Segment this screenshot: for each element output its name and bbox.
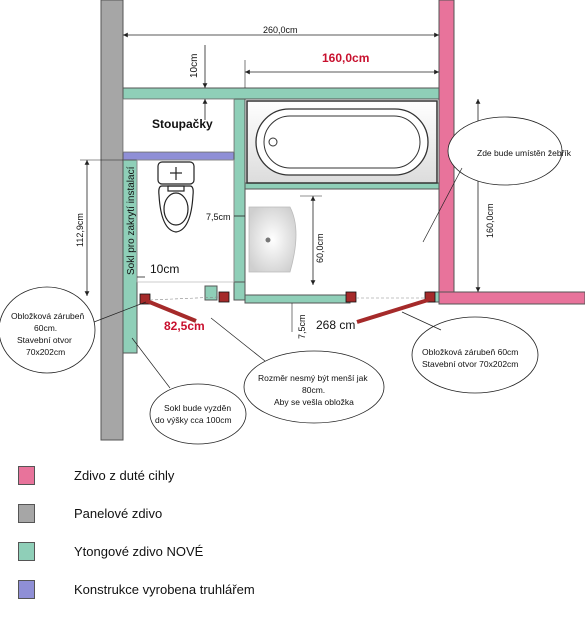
- dim-gap-7-5-top: 7,5cm: [206, 212, 231, 222]
- callout-min-size-line-1: Rozměr nesmý být menší jak: [258, 373, 368, 383]
- ytong-wall-middle: [233, 98, 246, 283]
- legend-label: Ytongové zdivo NOVÉ: [74, 544, 204, 559]
- ytong-wall-bath-bottom: [244, 182, 440, 190]
- toilet-alcove: [136, 159, 235, 283]
- sink: [248, 206, 297, 273]
- callout-sokl-height-line-1: Sokl bude vyzděn: [164, 403, 231, 413]
- callout-min-size: [243, 350, 385, 424]
- callout-frame-left-line-3: Stavební otvor: [17, 335, 72, 345]
- callout-frame-left-line-1: Obložková zárubeň: [11, 311, 85, 321]
- dim-wall-10cm: 10cm: [189, 54, 200, 78]
- ytong-wall-lower-mid: [233, 281, 246, 301]
- callout-sokl-height: [149, 383, 247, 445]
- ytong-wall-lower-left: [204, 285, 218, 301]
- callout-ladder-text: Zde bude umístěn žebřík: [477, 148, 572, 158]
- dim-height-160: 160,0cm: [485, 203, 495, 238]
- floor-plan: Stoupačky Sokl pro zakrytí instalací: [0, 0, 585, 445]
- callout-frame-right-line-2: Stavební otvor 70x202cm: [422, 359, 518, 369]
- legend-swatch: [18, 504, 35, 523]
- callout-frame-left-line-4: 70x202cm: [26, 347, 65, 357]
- dim-height-112: 112,9cm: [75, 213, 85, 247]
- riser-label: Stoupačky: [152, 117, 213, 131]
- legend-swatch: [18, 542, 35, 561]
- toilet: [157, 161, 195, 233]
- dim-bath-length: 160,0cm: [322, 51, 369, 65]
- riser-box: [122, 98, 235, 153]
- ytong-wall-bottom: [244, 294, 351, 304]
- ytong-wall-top: [122, 87, 440, 100]
- legend-item-hollow-brick: Zdivo z duté cihly: [14, 466, 574, 504]
- carpentry-strip: [122, 151, 235, 161]
- dim-opening-82-5: 82,5cm: [164, 319, 205, 333]
- callout-sokl-height-line-2: do výšky cca 100cm: [155, 415, 232, 425]
- panel-wall: [100, 0, 124, 441]
- bathtub: [246, 100, 438, 184]
- legend-item-panel: Panelové zdivo: [14, 504, 574, 542]
- callout-ladder: [447, 116, 563, 186]
- door-left: [139, 291, 230, 323]
- legend: Zdivo z duté cihly Panelové zdivo Ytongo…: [14, 466, 574, 618]
- legend-swatch: [18, 466, 35, 485]
- legend-swatch: [18, 580, 35, 599]
- callout-min-size-line-2: 80cm.: [302, 385, 325, 395]
- dim-total-width: 260,0cm: [263, 25, 298, 35]
- legend-label: Konstrukce vyrobena truhlářem: [74, 582, 255, 597]
- callout-frame-right: [411, 316, 539, 394]
- dim-gap-7-5-bottom: 7,5cm: [297, 314, 307, 339]
- dim-wc-10cm: 10cm: [150, 262, 179, 276]
- legend-label: Zdivo z duté cihly: [74, 468, 175, 483]
- callout-frame-right-line-1: Obložková zárubeň 60cm: [422, 347, 518, 357]
- brick-wall-bottom-right: [438, 291, 585, 305]
- legend-item-ytong: Ytongové zdivo NOVÉ: [14, 542, 574, 580]
- door-right: [345, 291, 436, 324]
- callout-frame-left: [0, 286, 96, 374]
- dim-sink-60: 60,0cm: [315, 233, 325, 263]
- sokl-vertical-label: Sokl pro zakrytí instalací: [126, 166, 137, 275]
- dim-corridor-268: 268 cm: [316, 318, 355, 332]
- legend-item-carpentry: Konstrukce vyrobena truhlářem: [14, 580, 574, 618]
- callout-min-size-line-3: Aby se vešla obložka: [274, 397, 354, 407]
- legend-label: Panelové zdivo: [74, 506, 163, 521]
- callout-frame-left-line-2: 60cm.: [34, 323, 57, 333]
